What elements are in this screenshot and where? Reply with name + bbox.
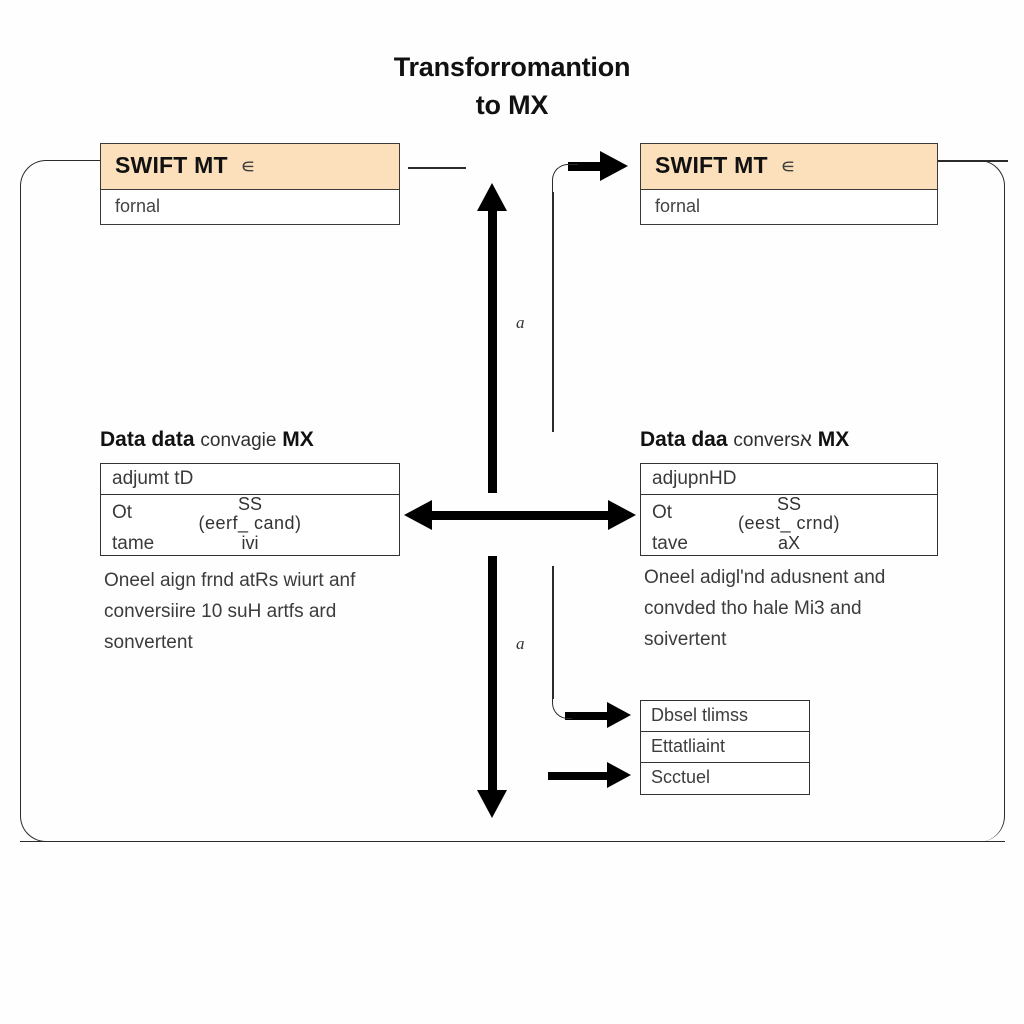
- right-data-table-row-2-center-line-1: SS: [776, 494, 801, 514]
- top-right-arrow-head-icon: [600, 151, 628, 181]
- bidirectional-arrow-shaft: [432, 511, 608, 520]
- down-arrow-shaft: [488, 556, 497, 792]
- right-data-table-row-2-left-line-1: Ot: [652, 502, 673, 523]
- left-data-table-row-2-center: SS (eerf_ cand) ivi: [101, 494, 399, 553]
- left-data-table-row-2-center-line-1: SS: [237, 494, 262, 514]
- outer-frame-bottom-rail: [20, 820, 1005, 842]
- stack-row1-arrow-head-icon: [607, 702, 631, 728]
- bidirectional-arrow-head-left-icon: [404, 500, 432, 530]
- right-data-table-row-2: Ot tave SS (eest_ crnd) aX: [641, 494, 937, 555]
- up-arrow-shaft: [488, 210, 497, 493]
- right-mid-heading: Data daa conversא MX: [640, 428, 849, 452]
- left-mid-heading-normal: convagie: [200, 430, 277, 451]
- left-mid-heading: Data data convagie MX: [100, 428, 314, 452]
- connector-stack-curve: [552, 697, 572, 719]
- right-mid-heading-bold-2: MX: [817, 428, 850, 451]
- diagram-title-line-2: to MX: [475, 90, 549, 121]
- stack-row1-arrow-shaft: [565, 712, 615, 720]
- connector-right-top-segment: [938, 160, 1008, 162]
- left-mid-heading-bold-1: Data data: [100, 428, 195, 451]
- element-of-icon: ∊: [780, 155, 796, 178]
- right-data-table[interactable]: adjupnHD Ot tave SS (eest_ crnd) aX: [640, 463, 938, 556]
- left-swift-mt-card[interactable]: SWIFT MT ∊ fornal: [100, 143, 400, 225]
- right-data-table-row-1: adjupnHD: [641, 464, 937, 495]
- left-data-table-row-2-left-line-1: Ot: [112, 502, 133, 523]
- right-mid-heading-bold-1: Data daa: [640, 428, 728, 451]
- bottom-output-stack-row-3: Scctuel: [651, 767, 711, 787]
- right-swift-mt-card[interactable]: SWIFT MT ∊ fornal: [640, 143, 938, 225]
- left-data-table-row-2-left-line-2: tame: [112, 532, 155, 554]
- right-caption-line-1: Oneel adigl'nd adusnent and: [644, 567, 886, 588]
- left-data-table-row-1: adjumt tD: [101, 464, 399, 495]
- bottom-output-stack[interactable]: Dbsel tlimss Ettatliaint Scctuel: [640, 700, 810, 795]
- right-data-table-row-2-left-line-2: tave: [652, 532, 688, 554]
- bottom-output-stack-row-1: Dbsel tlimss: [641, 701, 809, 732]
- stack-row3-arrow-shaft: [548, 772, 616, 780]
- diagram-title: Transforromantion to MX: [262, 48, 762, 125]
- left-caption: Oneel aign frnd atRs wiurt anf conversii…: [104, 566, 355, 658]
- up-arrow-label: a: [516, 313, 525, 332]
- right-caption: Oneel adigl'nd adusnent and convded tho …: [644, 563, 885, 655]
- left-swift-mt-card-header: SWIFT MT ∊: [101, 144, 399, 190]
- right-caption-line-3: soivertent: [644, 628, 727, 650]
- connector-center-dash: [408, 167, 466, 169]
- right-swift-mt-card-subtitle: fornal: [655, 196, 701, 216]
- right-swift-mt-card-header: SWIFT MT ∊: [641, 144, 937, 190]
- connector-stack-vertical: [552, 566, 554, 699]
- connector-top-right-curve: [552, 164, 578, 194]
- left-caption-line-1: Oneel aign frnd atRs wiurt anf: [104, 570, 356, 591]
- right-swift-mt-card-title: SWIFT MT: [655, 152, 768, 178]
- connector-top-right-vertical: [552, 192, 554, 432]
- down-arrow-label: a: [516, 634, 525, 653]
- bottom-output-stack-row-2: Ettatliaint: [641, 732, 809, 763]
- left-data-table-row-2-left: Ot tame: [112, 498, 154, 560]
- right-data-table-row-2-center-line-3: aX: [777, 532, 801, 553]
- left-swift-mt-card-subtitle: fornal: [115, 196, 161, 216]
- left-mid-heading-bold-2: MX: [282, 428, 314, 451]
- bidirectional-arrow-head-right-icon: [608, 500, 636, 530]
- left-data-table[interactable]: adjumt tD Ot tame SS (eerf_ cand) ivi: [100, 463, 400, 556]
- left-swift-mt-card-title: SWIFT MT: [115, 152, 228, 178]
- diagram-title-line-1: Transforromantion: [393, 52, 631, 82]
- stack-row3-arrow-head-icon: [607, 762, 631, 788]
- top-right-arrow-shaft: [568, 162, 616, 171]
- right-data-table-row-2-center: SS (eest_ crnd) aX: [641, 494, 937, 553]
- right-mid-heading-normal: conversא: [733, 430, 812, 451]
- left-caption-line-3: sonvertent: [104, 631, 193, 653]
- up-arrow-head-icon: [477, 183, 507, 211]
- element-of-icon: ∊: [240, 155, 256, 178]
- right-data-table-row-2-center-line-2: (eest_ crnd): [737, 513, 841, 534]
- left-data-table-row-2-center-line-3: ivi: [241, 532, 259, 553]
- left-data-table-row-2: Ot tame SS (eerf_ cand) ivi: [101, 494, 399, 555]
- left-data-table-row-2-center-line-2: (eerf_ cand): [198, 513, 302, 534]
- right-data-table-row-2-left: Ot tave: [652, 498, 688, 560]
- right-caption-line-2: convded tho hale Mi3 and: [644, 597, 862, 619]
- left-caption-line-2: conversiire 10 suH artfs ard: [104, 600, 337, 622]
- down-arrow-head-icon: [477, 790, 507, 818]
